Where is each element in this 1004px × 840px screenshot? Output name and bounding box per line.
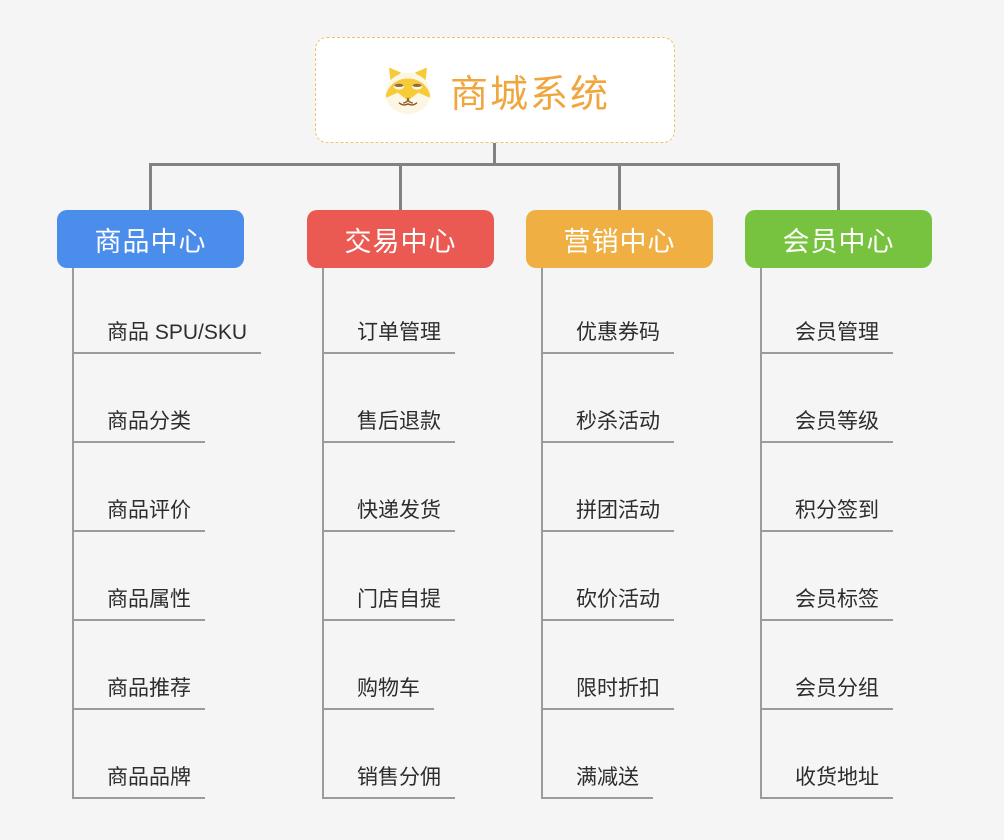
leaf-node[interactable]: 会员等级 (760, 409, 893, 443)
leaf-label: 订单管理 (322, 319, 455, 354)
leaf-label: 积分签到 (760, 497, 893, 532)
leaf-label: 商品推荐 (72, 675, 205, 710)
leaf-node[interactable]: 积分签到 (760, 498, 893, 532)
leaf-label: 优惠券码 (541, 319, 674, 354)
leaf-label: 商品品牌 (72, 764, 205, 799)
branch-trunk-line (760, 268, 762, 799)
leaf-label: 砍价活动 (541, 586, 674, 621)
leaf-label: 商品属性 (72, 586, 205, 621)
leaf-node[interactable]: 满减送 (541, 765, 653, 799)
leaf-label: 快递发货 (322, 497, 455, 532)
leaf-node[interactable]: 砍价活动 (541, 587, 674, 621)
leaf-label: 商品分类 (72, 408, 205, 443)
branch-trunk-line (541, 268, 543, 799)
leaf-label: 满减送 (541, 764, 653, 799)
leaf-node[interactable]: 快递发货 (322, 498, 455, 532)
leaf-node[interactable]: 商品分类 (72, 409, 205, 443)
leaf-node[interactable]: 会员标签 (760, 587, 893, 621)
branch-trunk-line (72, 268, 74, 799)
connector-drop (618, 163, 621, 210)
leaf-node[interactable]: 会员分组 (760, 676, 893, 710)
leaf-label: 商品评价 (72, 497, 205, 532)
leaf-label: 秒杀活动 (541, 408, 674, 443)
leaf-node[interactable]: 售后退款 (322, 409, 455, 443)
connector-drop (149, 163, 152, 210)
leaf-node[interactable]: 销售分佣 (322, 765, 455, 799)
connector-drop (837, 163, 840, 210)
leaf-node[interactable]: 商品推荐 (72, 676, 205, 710)
leaf-label: 限时折扣 (541, 675, 674, 710)
leaf-label: 销售分佣 (322, 764, 455, 799)
connector-drop (399, 163, 402, 210)
leaf-node[interactable]: 商品品牌 (72, 765, 205, 799)
leaf-node[interactable]: 商品属性 (72, 587, 205, 621)
leaf-label: 拼团活动 (541, 497, 674, 532)
leaf-label: 会员标签 (760, 586, 893, 621)
connector-root-drop (493, 143, 496, 166)
leaf-label: 会员管理 (760, 319, 893, 354)
leaf-label: 门店自提 (322, 586, 455, 621)
leaf-node[interactable]: 商品评价 (72, 498, 205, 532)
leaf-node[interactable]: 订单管理 (322, 320, 455, 354)
branch-trunk-line (322, 268, 324, 799)
branch-header[interactable]: 会员中心 (745, 210, 932, 268)
shiba-dog-icon (380, 64, 436, 116)
branch-header[interactable]: 商品中心 (57, 210, 244, 268)
leaf-node[interactable]: 秒杀活动 (541, 409, 674, 443)
root-title: 商城系统 (449, 73, 610, 116)
connector-bus (149, 163, 840, 166)
branch-header[interactable]: 交易中心 (307, 210, 494, 268)
leaf-node[interactable]: 拼团活动 (541, 498, 674, 532)
leaf-node[interactable]: 会员管理 (760, 320, 893, 354)
root-node[interactable]: 商城系统 (315, 37, 675, 143)
leaf-node[interactable]: 限时折扣 (541, 676, 674, 710)
leaf-label: 收货地址 (760, 764, 893, 799)
leaf-node[interactable]: 门店自提 (322, 587, 455, 621)
leaf-label: 售后退款 (322, 408, 455, 443)
leaf-label: 商品 SPU/SKU (72, 319, 262, 354)
leaf-label: 会员等级 (760, 408, 893, 443)
branch-header[interactable]: 营销中心 (526, 210, 713, 268)
leaf-node[interactable]: 收货地址 (760, 765, 893, 799)
leaf-node[interactable]: 商品 SPU/SKU (72, 319, 262, 354)
leaf-node[interactable]: 优惠券码 (541, 320, 674, 354)
leaf-node[interactable]: 购物车 (322, 676, 434, 710)
leaf-label: 会员分组 (760, 675, 893, 710)
leaf-label: 购物车 (322, 675, 434, 710)
